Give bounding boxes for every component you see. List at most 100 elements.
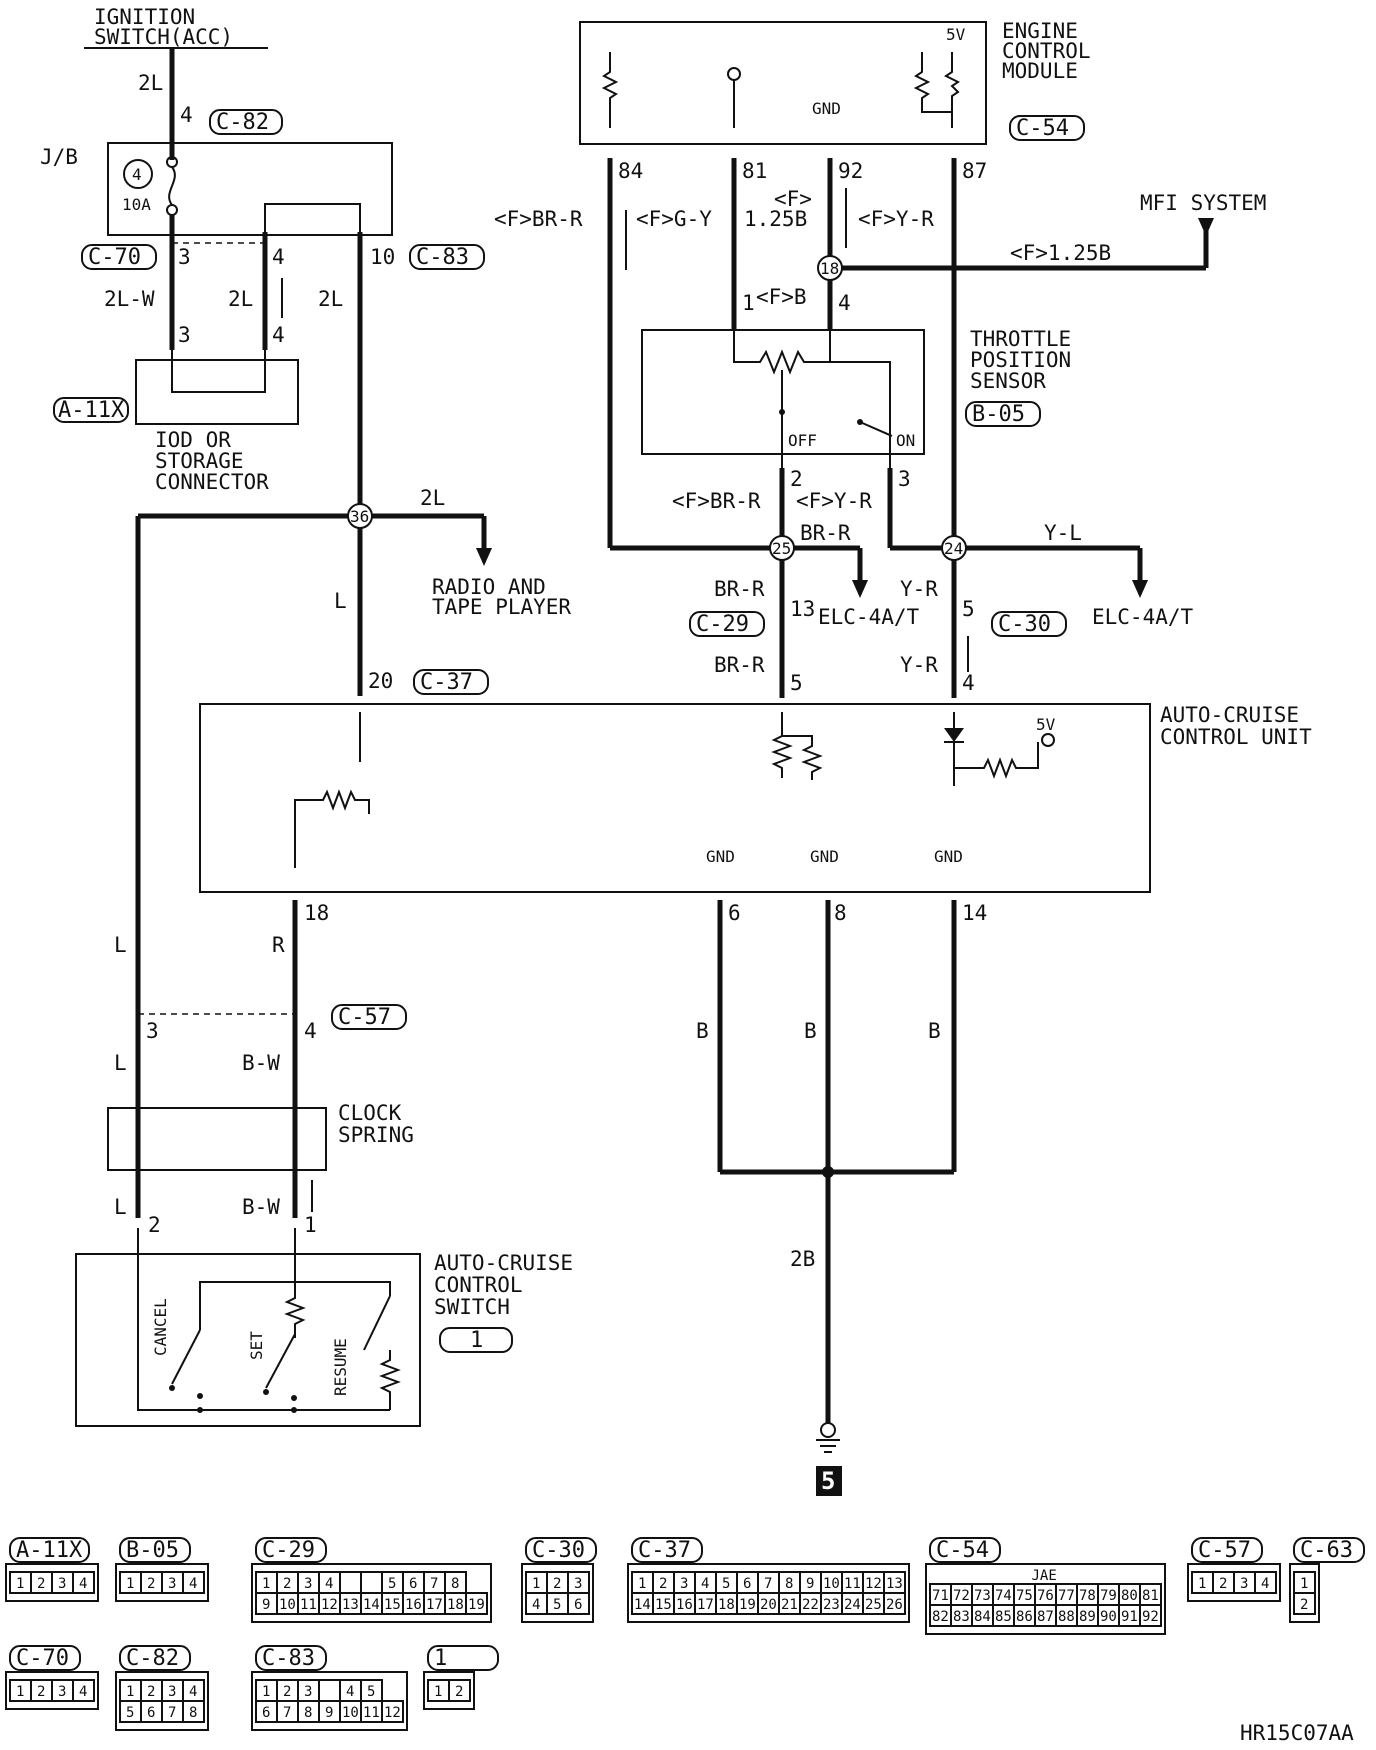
connector-view-pin: 11 — [844, 1576, 861, 1592]
connector-view-pin: 24 — [844, 1597, 861, 1613]
gnd-label-1: GND — [706, 847, 735, 866]
elc-label-1: ELC-4A/T — [818, 605, 920, 629]
radio-label-2: TAPE PLAYER — [432, 595, 571, 619]
ignition-label-1: IGNITION — [94, 5, 195, 29]
connector-view-cell — [72, 1679, 95, 1702]
ground-number-box — [816, 1466, 842, 1496]
connector-view-cell — [360, 1571, 383, 1594]
elc-label-2: ELC-4A/T — [1092, 605, 1194, 629]
connector-view-header: JAE — [1032, 1568, 1057, 1584]
connector-view-pin: 77 — [1058, 1588, 1075, 1604]
pin-accu-18: 18 — [304, 901, 329, 925]
connector-view-tag: C-82 — [126, 1646, 179, 1671]
tps-label-1: THROTTLE — [970, 327, 1071, 351]
ecm-label-1: ENGINE — [1002, 19, 1078, 43]
junction-24-label: 24 — [944, 539, 963, 558]
pin-c83-10: 10 — [370, 245, 395, 269]
tag-a11x: A-11X — [53, 397, 129, 423]
svg-text:C-54: C-54 — [1016, 116, 1069, 141]
connector-view-pin: 3 — [574, 1576, 582, 1592]
tag-c30: C-30 — [991, 611, 1067, 637]
connector-view-tag: C-54 — [936, 1538, 989, 1563]
connector-view-pin: 16 — [676, 1597, 693, 1613]
wire-2b: 2B — [790, 1247, 815, 1271]
connector-view-pin: 15 — [655, 1597, 672, 1613]
connector-view-pin: 12 — [384, 1705, 401, 1721]
wire-bw-b: B-W — [242, 1195, 280, 1219]
radio-label-1: RADIO AND — [432, 575, 546, 599]
connector-view-pin: 92 — [1142, 1609, 1159, 1625]
connector-view-pin: 15 — [384, 1597, 401, 1613]
tps-label-2: POSITION — [970, 348, 1071, 372]
connector-view-pin: 6 — [743, 1576, 751, 1592]
wire-br-r-a: BR-R — [800, 521, 851, 545]
resume-label: RESUME — [331, 1338, 350, 1396]
pin-c82-4: 4 — [180, 103, 193, 127]
connector-view-pin: 7 — [168, 1705, 176, 1721]
connector-view-cell — [465, 1592, 488, 1615]
wire-br-r-f2: <F>BR-R — [672, 489, 761, 513]
tag-c82: C-82 — [209, 109, 283, 135]
accu-label-2: CONTROL UNIT — [1160, 725, 1312, 749]
connector-view-pin: 3 — [1240, 1576, 1248, 1592]
connector-view-pin: 72 — [953, 1588, 970, 1604]
svg-text:C-37: C-37 — [420, 670, 473, 695]
doc-code: HR15C07AA — [1240, 1721, 1354, 1745]
ground-number: 5 — [821, 1467, 835, 1495]
tag-c37: C-37 — [413, 669, 489, 695]
connector-view-pin: 18 — [447, 1597, 464, 1613]
connector-view-pin: 8 — [304, 1705, 312, 1721]
tps-on: ON — [896, 431, 915, 450]
junction-36-label: 36 — [350, 507, 369, 526]
pin-c30-5: 5 — [962, 597, 975, 621]
connector-view-pin: 4 — [701, 1576, 709, 1592]
junction-18 — [817, 255, 843, 281]
ecm-label-2: CONTROL — [1002, 39, 1091, 63]
connector-view-pin: 90 — [1100, 1609, 1117, 1625]
wire-125b: 1.25B — [744, 207, 807, 231]
connector-view-pin: 4 — [189, 1576, 197, 1592]
wire-y-l: Y-L — [1044, 521, 1082, 545]
connector-view-cell — [567, 1592, 590, 1615]
connector-view-pin: 2 — [147, 1576, 155, 1592]
wire-2l-c: 2L — [318, 287, 343, 311]
connector-view-pin: 10 — [279, 1597, 296, 1613]
connector-view-pin: 13 — [886, 1576, 903, 1592]
svg-text:B-05: B-05 — [972, 402, 1025, 427]
connector-view-pin: 17 — [426, 1597, 443, 1613]
auto-cruise-control-unit — [199, 703, 1151, 893]
connector-view-cell — [182, 1571, 205, 1594]
connector-view-pin: 89 — [1079, 1609, 1096, 1625]
wire-l-radio: L — [334, 589, 347, 613]
clock-label-2: SPRING — [338, 1123, 414, 1147]
connector-view-pin: 2 — [1300, 1597, 1308, 1613]
acs-label-2: CONTROL — [434, 1273, 523, 1297]
connector-view-cell — [381, 1700, 404, 1723]
connector-view-pin: 2 — [37, 1576, 45, 1592]
connector-view-tag: C-29 — [262, 1538, 315, 1563]
connector-view-pin: 16 — [405, 1597, 422, 1613]
connector-view-tag: C-57 — [1198, 1538, 1251, 1563]
wire-b3: B — [928, 1019, 941, 1043]
connector-view-pin: 84 — [974, 1609, 991, 1625]
connector-view-pin: 2 — [1219, 1576, 1227, 1592]
wire-f: <F> — [774, 187, 812, 211]
connector-view-pin: 3 — [168, 1576, 176, 1592]
pin-c57-4: 4 — [304, 1019, 317, 1043]
connector-view-tag: C-70 — [16, 1646, 69, 1671]
wire-l-b: L — [114, 1051, 127, 1075]
wire-y-r-c: Y-R — [900, 653, 938, 677]
ignition-switch: IGNITION SWITCH(ACC) — [84, 5, 268, 49]
pin-a11-4: 4 — [272, 323, 285, 347]
connector-view-cell — [182, 1700, 205, 1723]
connector-view-pin: 83 — [953, 1609, 970, 1625]
tag-switch-1: 1 — [439, 1327, 513, 1353]
wire-y-r-f2: <F>Y-R — [796, 489, 872, 513]
connector-view-pin: 74 — [995, 1588, 1012, 1604]
connector-view-pin: 4 — [325, 1576, 333, 1592]
